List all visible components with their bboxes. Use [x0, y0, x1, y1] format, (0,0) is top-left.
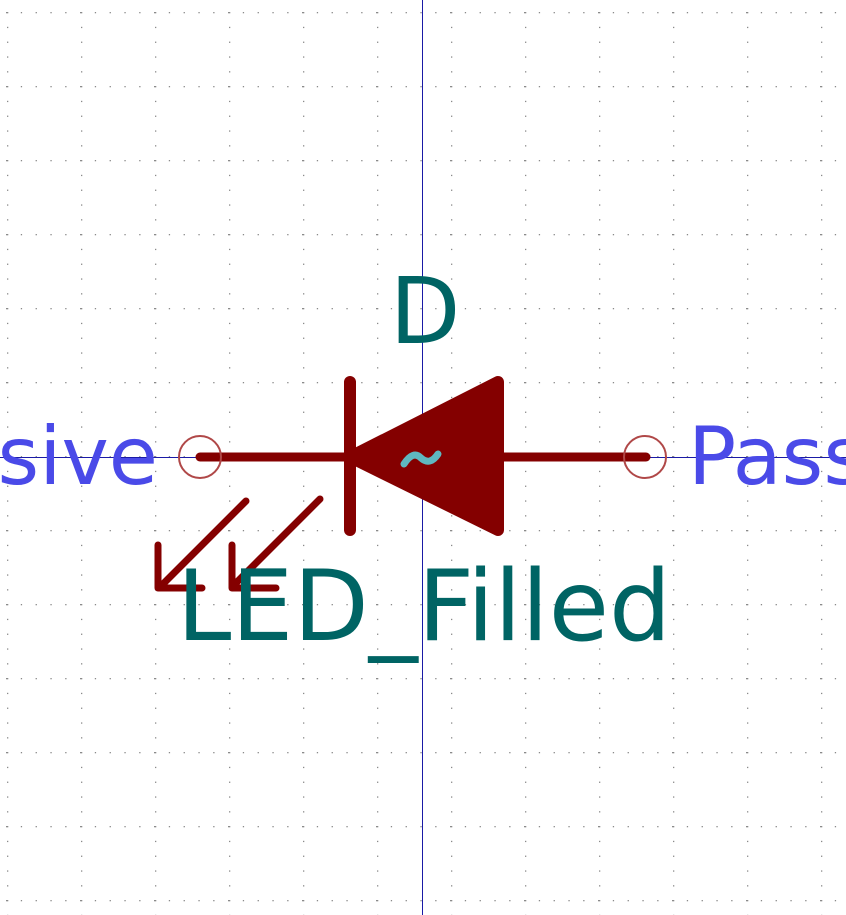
reference-field[interactable]: D: [390, 258, 461, 365]
pin-endpoint-right[interactable]: [623, 435, 667, 479]
pin-endpoint-left[interactable]: [178, 435, 222, 479]
arrow-2: [228, 495, 324, 592]
unit-marker: [400, 450, 442, 468]
pin-right-type-label: Pass: [688, 410, 846, 503]
light-arrows: [154, 495, 324, 592]
value-field[interactable]: LED_Filled: [177, 550, 671, 664]
pin-left-type-label: sive: [0, 410, 158, 503]
arrow-1: [154, 497, 250, 592]
